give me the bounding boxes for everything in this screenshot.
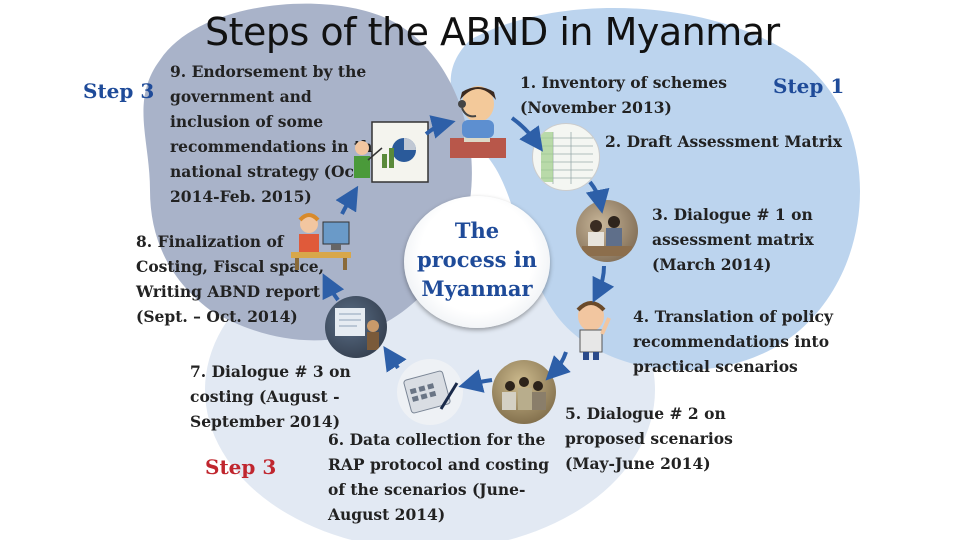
meeting-photo-icon-2 (492, 360, 556, 424)
step-1-text: 1. Inventory of schemes (November 2013) (520, 73, 727, 117)
step-4-text: 4. Translation of policy recommendations… (633, 307, 833, 376)
arrow-7-8 (322, 273, 345, 302)
step-2-text: 2. Draft Assessment Matrix (605, 132, 842, 151)
center-label: The process in Myanmar (416, 218, 538, 301)
arrow-5-6 (458, 369, 493, 393)
arrow-3-4 (592, 265, 615, 303)
thinking-person-icon (563, 298, 619, 360)
step-8-text: 8. Finalization of Costing, Fiscal space… (136, 232, 324, 326)
arrow-6-7 (383, 346, 407, 373)
arrow-1-2 (510, 116, 543, 152)
arrow-2-3 (585, 180, 610, 214)
spreadsheet-icon (532, 123, 600, 191)
desk-worker-icon (287, 208, 353, 272)
step-3-label-bottom: Step 3 (205, 455, 277, 479)
arrow-8-9 (335, 185, 359, 215)
chart-presenter-icon (350, 118, 432, 192)
blue-blob (450, 7, 860, 371)
step-9-text: 9. Endorsement by the government and inc… (170, 62, 382, 206)
step-6-text: 6. Data collection for the RAP protocol … (328, 430, 550, 524)
phone-operator-icon (446, 82, 510, 160)
step-5-text: 5. Dialogue # 2 on proposed scenarios (M… (565, 404, 733, 473)
center-circle (404, 196, 550, 328)
presentation-photo-icon (325, 296, 387, 358)
arrow-9-1 (424, 115, 456, 139)
calculator-icon (397, 359, 463, 425)
gray-blob (143, 3, 472, 341)
step-3-text: 3. Dialogue # 1 on assessment matrix (Ma… (652, 205, 814, 274)
step-7-text: 7. Dialogue # 3 on costing (August - Sep… (190, 362, 351, 431)
page-title: Steps of the ABND in Myanmar (205, 10, 780, 54)
step-1-label: Step 1 (773, 74, 845, 98)
arrow-4-5 (545, 351, 571, 381)
step-3-label-top: Step 3 (83, 79, 155, 103)
